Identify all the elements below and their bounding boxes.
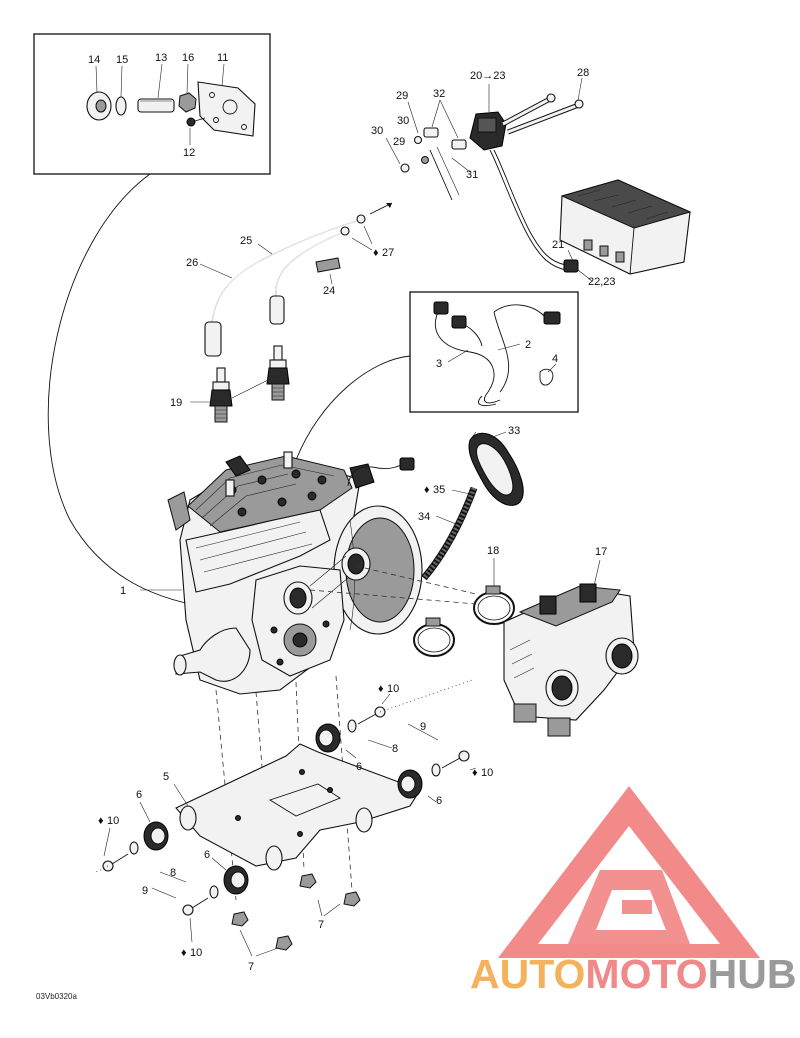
oil-drop-27: ♦ (373, 247, 379, 259)
callout-2: 2 (525, 339, 531, 351)
callout-6d: 6 (204, 849, 210, 861)
part-8-washer-a (347, 719, 357, 733)
callout-9b: 9 (142, 885, 148, 897)
part-7-nut-d (343, 891, 361, 907)
callout-7b: 7 (248, 961, 254, 973)
callout-6a: 6 (356, 761, 362, 773)
callout-22-23: 22,23 (588, 276, 616, 288)
mounts-and-fasteners: 6 6 6 6 8 8 9 9 7 7 ♦ 10 ♦ 10 ♦ 10 ♦ 10 (95, 679, 493, 973)
part-8-washer-d (209, 885, 219, 899)
inset-box-harness: 2 3 4 (409, 291, 579, 413)
callout-34: 34 (418, 511, 430, 523)
part-9-bolt-c (102, 853, 129, 872)
part-18-clamps: 18 (309, 545, 515, 657)
document-reference: 03Vb0320a (36, 992, 77, 1001)
callout-10d: 10 (190, 947, 202, 959)
part-21-cdi-module: 21 22,23 (552, 179, 692, 288)
callout-3: 3 (436, 358, 442, 370)
part-33-oil-cap: 33 (468, 425, 524, 506)
callout-24: 24 (323, 285, 335, 297)
callout-10c: 10 (107, 815, 119, 827)
watermark-text: AUTOMOTOHUB (470, 951, 797, 997)
callout-20-23: 20→23 (470, 70, 505, 82)
part-11-plate (197, 81, 256, 137)
ignition-coil-assembly: 20→23 28 29 32 30 30 29 31 (371, 67, 589, 273)
part-5-engine-support: 5 (163, 743, 421, 871)
watermark-word-auto: AUTO (470, 951, 585, 997)
part-17-carburetors: 17 (503, 546, 639, 737)
inset-leader-curve (47, 173, 263, 613)
callout-30b: 30 (371, 125, 383, 137)
callout-9a: 9 (420, 721, 426, 733)
part-6-mount-lower-b (223, 865, 249, 895)
callout-30a: 30 (397, 115, 409, 127)
callout-33: 33 (508, 425, 520, 437)
part-24-wire-clip: 24 (315, 257, 341, 297)
callout-29a: 29 (396, 90, 408, 102)
harness-leader-curve (295, 355, 411, 461)
callout-8a: 8 (392, 743, 398, 755)
callout-29b: 29 (393, 136, 405, 148)
callout-6b: 6 (436, 795, 442, 807)
part-9-bolt-d (182, 897, 209, 916)
callout-35: 35 (433, 484, 445, 496)
watermark-word-moto: MOTO (585, 951, 707, 997)
callout-12: 12 (183, 147, 195, 159)
inset-box-rotary-valve: 14 15 13 16 11 12 (33, 33, 271, 175)
oil-drop-10b: ♦ (472, 767, 478, 779)
callout-16: 16 (182, 52, 194, 64)
watermark-logo (498, 786, 760, 958)
svg-text:AUTOMOTOHUB: AUTOMOTOHUB (470, 951, 797, 997)
callout-27: 27 (382, 247, 394, 259)
callout-18: 18 (487, 545, 499, 557)
part-16-nut (178, 92, 197, 113)
callout-7a: 7 (318, 919, 324, 931)
callout-26: 26 (186, 257, 198, 269)
callout-28: 28 (577, 67, 589, 79)
oil-drop-10d: ♦ (181, 947, 187, 959)
callout-5: 5 (163, 771, 169, 783)
part-7-nut-a (231, 911, 249, 927)
callout-13: 13 (155, 52, 167, 64)
part-19-spark-plugs: 19 (170, 345, 290, 423)
part-6-mount-upper-a (315, 723, 341, 753)
callout-11: 11 (217, 52, 228, 64)
callout-19: 19 (170, 397, 182, 409)
watermark-word-hub: HUB (708, 951, 797, 997)
crankshaft-pto (173, 627, 251, 682)
part-7-nut-b (275, 935, 293, 951)
callout-8b: 8 (170, 867, 176, 879)
part-34-hose: 34 ♦ 35 (418, 484, 478, 581)
callout-10b: 10 (481, 767, 493, 779)
part-14-cap (86, 91, 112, 121)
part-13-shaft (137, 98, 175, 113)
callout-21: 21 (552, 239, 564, 251)
oil-drop-10a: ♦ (378, 683, 384, 695)
part-12-screw (186, 117, 206, 127)
callout-32: 32 (433, 88, 445, 100)
callout-17: 17 (595, 546, 607, 558)
part-6-mount-upper-b (397, 769, 423, 799)
callout-25: 25 (240, 235, 252, 247)
oil-drop-10c: ♦ (98, 815, 104, 827)
oil-drop-35: ♦ (424, 484, 430, 496)
part-9-bolt-a (357, 706, 386, 725)
part-6-mount-lower-a (143, 821, 169, 851)
spark-plug-wires: 25 26 27 ♦ (186, 202, 394, 357)
part-8-washer-b (431, 763, 441, 777)
callout-6c: 6 (136, 789, 142, 801)
part-9-bolt-b (441, 750, 470, 769)
callout-10a: 10 (387, 683, 399, 695)
callout-15: 15 (116, 54, 128, 66)
part-8-washer-c (129, 841, 139, 855)
part-7-nut-c (299, 873, 317, 889)
intake-manifold-pair (283, 547, 371, 615)
callout-14: 14 (88, 54, 100, 66)
part-15-washer (115, 96, 127, 116)
callout-1: 1 (120, 585, 126, 597)
callout-4: 4 (552, 353, 558, 365)
callout-31: 31 (466, 169, 478, 181)
